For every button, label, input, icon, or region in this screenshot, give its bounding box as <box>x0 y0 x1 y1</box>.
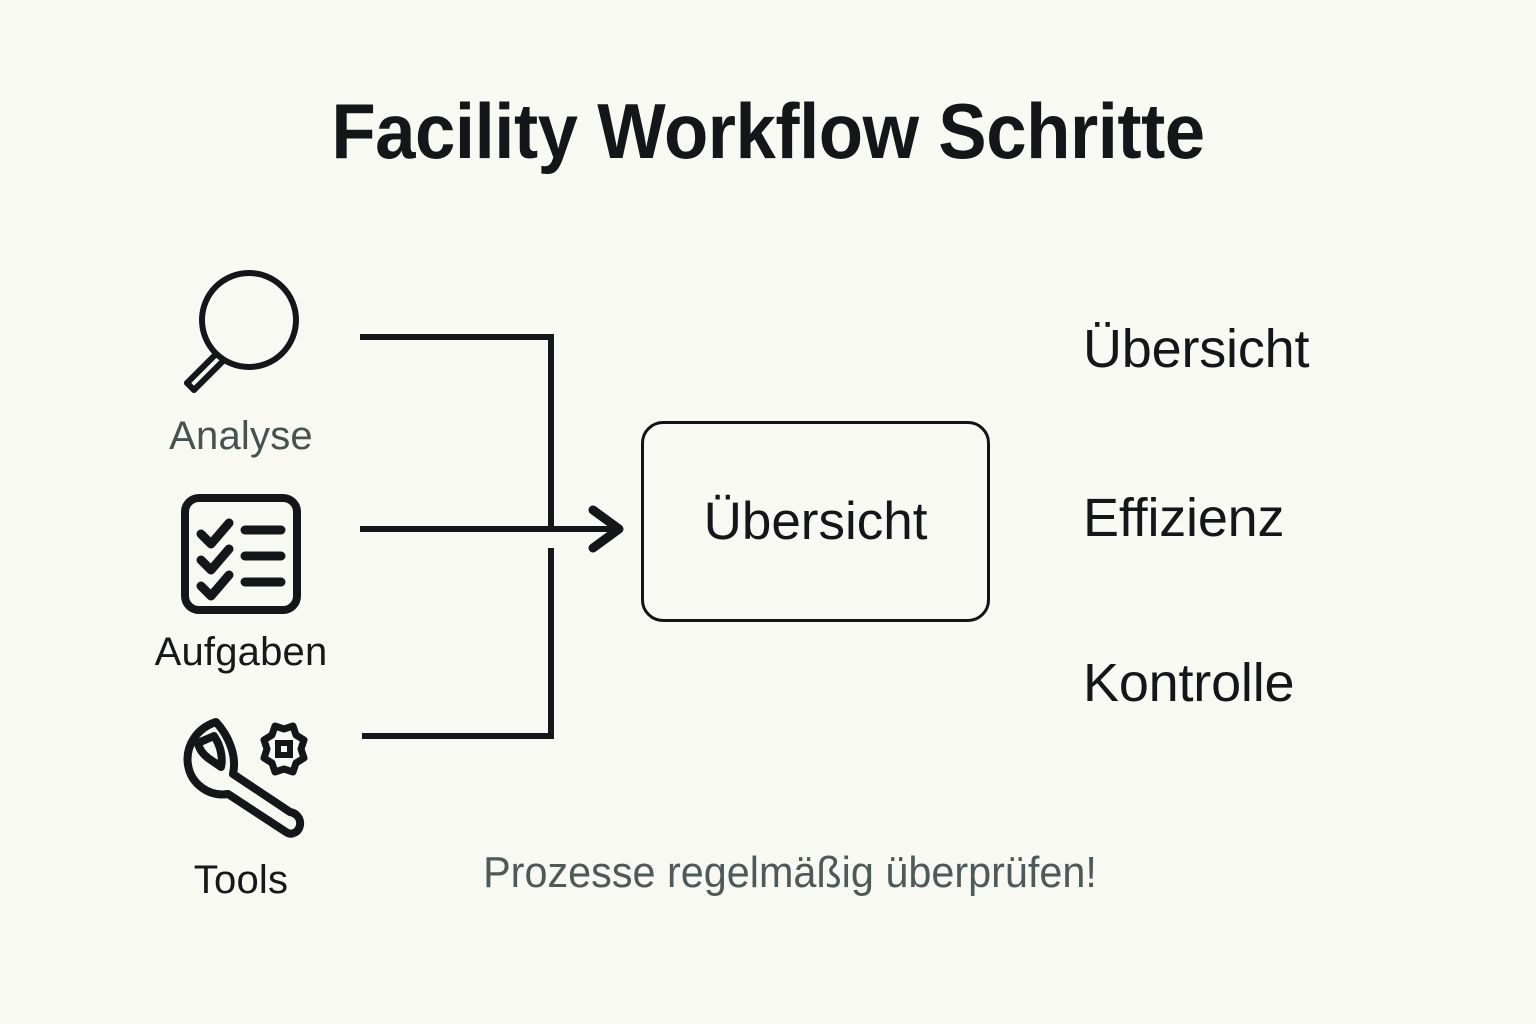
wrench-gear-icon <box>183 718 308 838</box>
magnifier-icon <box>184 270 299 393</box>
input-label-tools: Tools <box>193 858 289 902</box>
connector-bracket <box>360 334 624 739</box>
outcome-label-kontrolle: Kontrolle <box>1083 653 1295 713</box>
center-node-label: Übersicht <box>703 492 928 551</box>
input-item-tools[interactable]: Tools <box>96 708 386 903</box>
input-label-aufgaben: Aufgaben <box>154 630 328 674</box>
page-title: Facility Workflow Schritte <box>331 87 1205 175</box>
center-node-uebersicht[interactable]: Übersicht <box>641 421 990 622</box>
arrowhead-icon <box>588 505 624 553</box>
input-item-aufgaben[interactable]: Aufgaben <box>96 492 386 675</box>
outcome-label-uebersicht: Übersicht <box>1083 319 1310 379</box>
footer-note: Prozesse regelmäßig überprüfen! <box>483 848 1097 897</box>
input-label-analyse: Analyse <box>169 414 313 458</box>
outcome-label-effizienz: Effizienz <box>1083 488 1285 548</box>
checklist-icon <box>181 494 301 614</box>
input-item-analyse[interactable]: Analyse <box>96 262 386 459</box>
